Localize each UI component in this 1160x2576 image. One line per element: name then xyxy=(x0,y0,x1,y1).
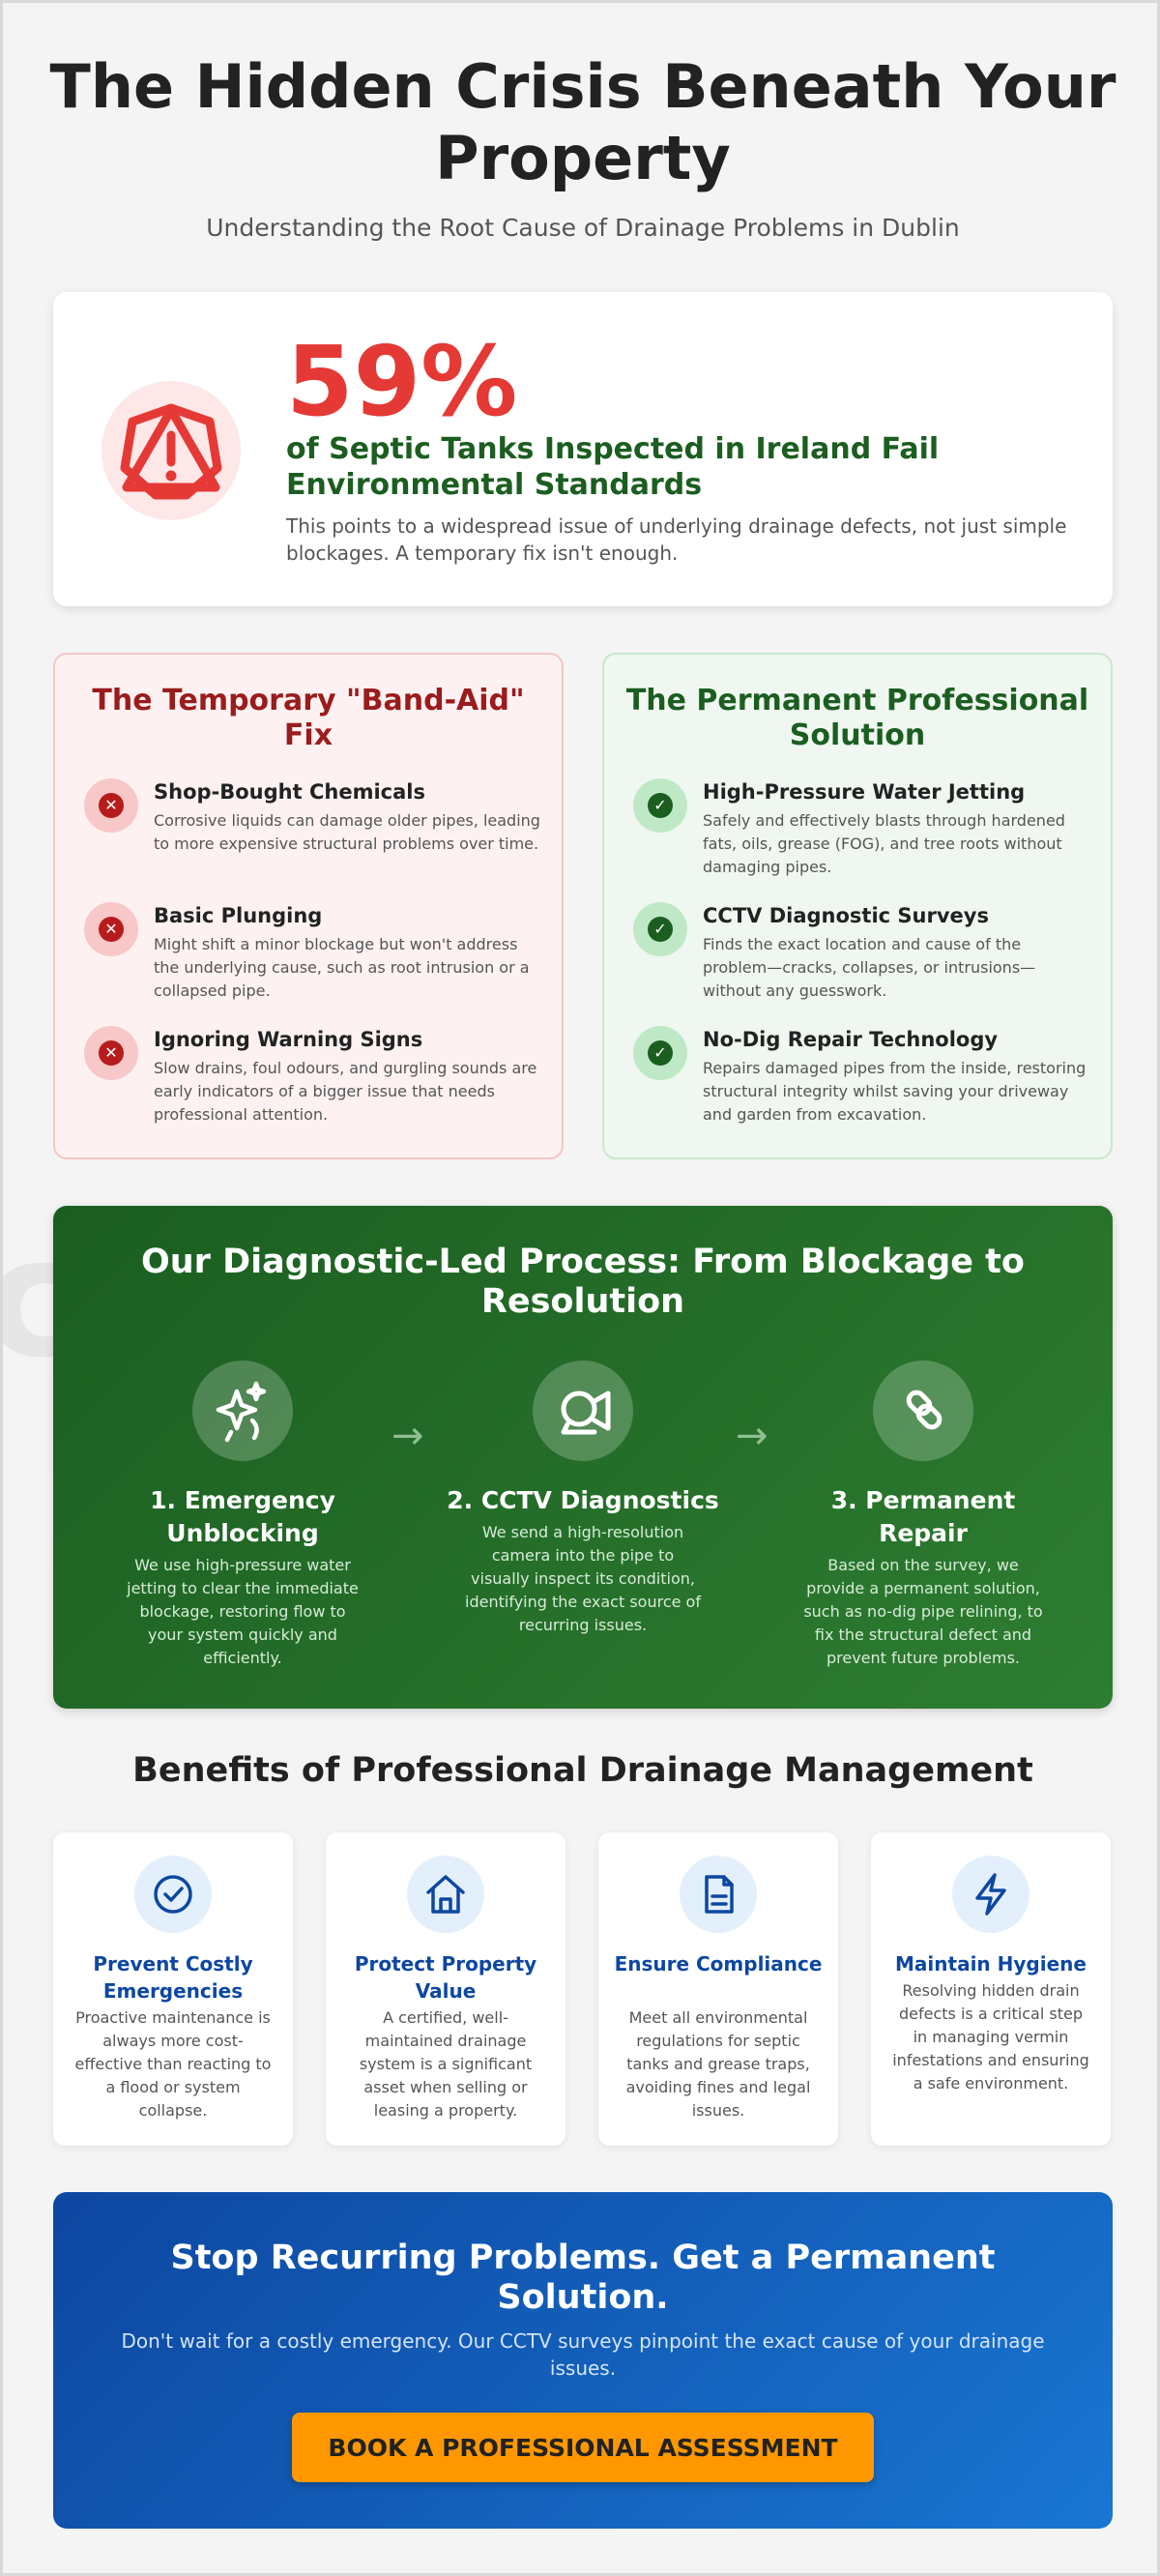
process-title: Our Diagnostic-Led Process: From Blockag… xyxy=(141,1243,1025,1321)
book-assessment-button[interactable]: BOOK A PROFESSIONAL ASSESSMENT xyxy=(292,2413,874,2482)
benefit-card: Protect Property Value A certified, well… xyxy=(326,1832,566,2146)
cta-section: Stop Recurring Problems. Get a Permanent… xyxy=(53,2192,1113,2529)
cta-title: Stop Recurring Problems. Get a Permanent… xyxy=(170,2239,996,2317)
item-title: High-Pressure Water Jetting xyxy=(703,780,1026,804)
item-title: CCTV Diagnostic Surveys xyxy=(703,904,989,927)
page-title: The Hidden Crisis Beneath Your Property xyxy=(49,51,1116,193)
page-subtitle: Understanding the Root Cause of Drainage… xyxy=(206,214,960,242)
check-circle-icon xyxy=(134,1856,212,1933)
stat-value: 59% xyxy=(286,325,518,438)
benefit-card: Maintain Hygiene Resolving hidden drain … xyxy=(871,1832,1111,2146)
item-title: Ignoring Warning Signs xyxy=(154,1028,423,1051)
check-icon: ✓ xyxy=(633,1026,687,1080)
cross-icon: ✕ xyxy=(84,778,138,833)
benefit-description: Resolving hidden drain defects is a crit… xyxy=(892,1981,1089,2093)
document-icon xyxy=(680,1856,757,1933)
step-title: 3. Permanent Repair xyxy=(830,1486,1016,1547)
step-title: 1. Emergency Unblocking xyxy=(150,1486,335,1547)
link-icon xyxy=(873,1361,973,1461)
step-description: We send a high-resolution camera into th… xyxy=(465,1523,701,1634)
item-description: Corrosive liquids can damage older pipes… xyxy=(154,811,540,853)
item-title: Basic Plunging xyxy=(154,904,323,927)
item-description: Repairs damaged pipes from the inside, r… xyxy=(703,1059,1087,1124)
benefit-description: Proactive maintenance is always more cos… xyxy=(74,2008,272,2120)
item-description: Might shift a minor blockage but won't a… xyxy=(154,935,530,1000)
benefit-description: A certified, well-maintained drainage sy… xyxy=(359,2008,533,2120)
temporary-fix-panel: The Temporary "Band-Aid" Fix ✕ Shop-Boug… xyxy=(53,653,564,1159)
check-icon: ✓ xyxy=(633,778,687,833)
arrow-right-icon: → xyxy=(736,1414,768,1458)
benefit-description: Meet all environmental regulations for s… xyxy=(625,2008,811,2120)
cross-icon: ✕ xyxy=(84,902,138,956)
item-title: No-Dig Repair Technology xyxy=(703,1028,999,1051)
sparkle-icon xyxy=(192,1361,293,1461)
benefit-title: Protect Property Value xyxy=(354,1952,537,2003)
camera-icon xyxy=(533,1361,633,1461)
process-section: Our Diagnostic-Led Process: From Blockag… xyxy=(53,1206,1113,1709)
item-description: Slow drains, foul odours, and gurgling s… xyxy=(154,1059,537,1124)
benefit-title: Maintain Hygiene xyxy=(895,1952,1087,1976)
house-icon xyxy=(407,1856,484,1933)
benefit-card: Ensure Compliance Meet all environmental… xyxy=(598,1832,838,2146)
cross-icon: ✕ xyxy=(84,1026,138,1080)
item-title: Shop-Bought Chemicals xyxy=(154,780,425,804)
permanent-solution-title: The Permanent Professional Solution xyxy=(625,684,1089,752)
benefit-title: Ensure Compliance xyxy=(614,1952,823,1976)
stat-card: 59% of Septic Tanks Inspected in Ireland… xyxy=(53,292,1113,606)
permanent-solution-panel: The Permanent Professional Solution ✓ Hi… xyxy=(602,653,1113,1159)
benefit-card: Prevent Costly Emergencies Proactive mai… xyxy=(53,1832,293,2146)
benefit-title: Prevent Costly Emergencies xyxy=(93,1952,253,2003)
temporary-fix-title: The Temporary "Band-Aid" Fix xyxy=(92,684,525,752)
item-description: Safely and effectively blasts through ha… xyxy=(703,811,1065,876)
arrow-right-icon: → xyxy=(392,1414,424,1458)
step-title: 2. CCTV Diagnostics xyxy=(447,1486,719,1514)
benefits-title: Benefits of Professional Drainage Manage… xyxy=(132,1751,1033,1790)
item-description: Finds the exact location and cause of th… xyxy=(703,935,1036,1000)
lightning-icon xyxy=(952,1856,1030,1933)
step-description: We use high-pressure water jetting to cl… xyxy=(127,1556,359,1667)
stat-heading: of Septic Tanks Inspected in Ireland Fai… xyxy=(286,432,940,502)
stat-description: This points to a widespread issue of und… xyxy=(286,514,1067,565)
cta-description: Don't wait for a costly emergency. Our C… xyxy=(121,2329,1045,2380)
warning-triangle-icon xyxy=(102,381,241,520)
check-icon: ✓ xyxy=(633,902,687,956)
step-description: Based on the survey, we provide a perman… xyxy=(803,1556,1043,1667)
